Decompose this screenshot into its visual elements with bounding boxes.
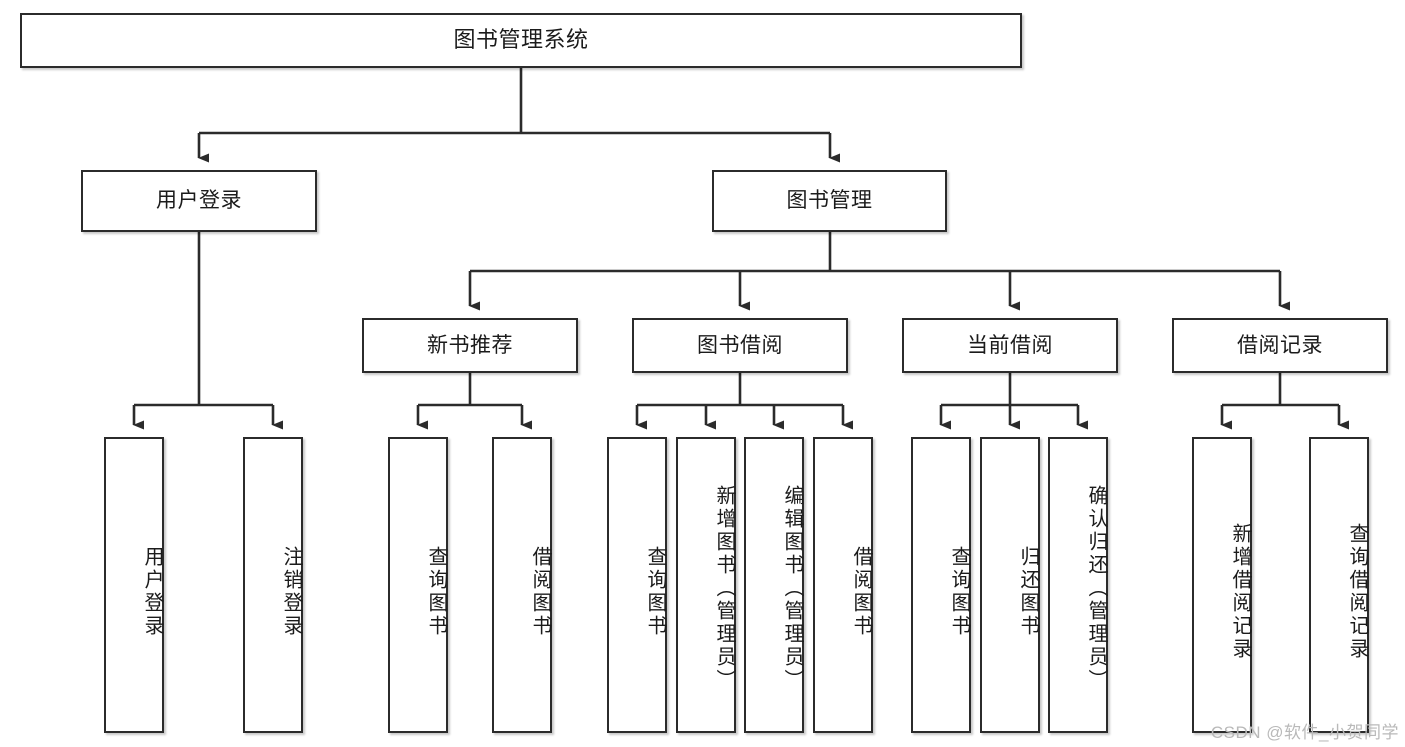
leaf-query-record[interactable]: 查询借阅记录 [1309,437,1369,733]
leaf-borrow-book-2[interactable]: 借阅图书 [813,437,873,733]
node-label: 编辑图书（管理员） [781,484,803,692]
leaf-edit-book[interactable]: 编辑图书（管理员） [744,437,804,733]
leaf-logout-login[interactable]: 注销登录 [243,437,303,733]
node-user-login[interactable]: 用户登录 [81,170,317,232]
node-label: 借阅记录 [1237,333,1323,357]
node-label: 注销登录 [280,546,302,638]
node-label: 确认归还（管理员） [1085,484,1107,692]
node-label: 查询借阅记录 [1346,523,1368,661]
node-current-borrow[interactable]: 当前借阅 [902,318,1118,373]
node-borrow-record[interactable]: 借阅记录 [1172,318,1388,373]
node-label: 借阅图书 [529,546,551,638]
node-label: 新增图书（管理员） [713,484,735,692]
node-label: 新增借阅记录 [1229,523,1251,661]
node-new-book-recommend[interactable]: 新书推荐 [362,318,578,373]
node-label: 图书借阅 [697,333,783,357]
node-book-manage[interactable]: 图书管理 [712,170,947,232]
leaf-return-book[interactable]: 归还图书 [980,437,1040,733]
leaf-query-book-2[interactable]: 查询图书 [607,437,667,733]
node-label: 图书管理 [786,189,873,213]
leaf-add-record[interactable]: 新增借阅记录 [1192,437,1252,733]
leaf-borrow-book-1[interactable]: 借阅图书 [492,437,552,733]
node-label: 图书管理系统 [453,27,589,53]
leaf-query-book-3[interactable]: 查询图书 [911,437,971,733]
node-label: 查询图书 [948,546,970,638]
node-label: 归还图书 [1017,546,1039,638]
leaf-confirm-return[interactable]: 确认归还（管理员） [1048,437,1108,733]
leaf-add-book[interactable]: 新增图书（管理员） [676,437,736,733]
node-label: 查询图书 [425,546,447,638]
node-label: 当前借阅 [967,333,1053,357]
node-label: 借阅图书 [850,546,872,638]
node-label: 新书推荐 [427,333,513,357]
watermark: CSDN @软件_小贺同学 [1210,723,1399,742]
node-label: 用户登录 [156,189,242,213]
node-root-book-management-system[interactable]: 图书管理系统 [20,13,1022,68]
node-label: 用户登录 [141,546,163,638]
leaf-query-book-1[interactable]: 查询图书 [388,437,448,733]
node-book-borrow[interactable]: 图书借阅 [632,318,848,373]
node-label: 查询图书 [644,546,666,638]
leaf-user-login[interactable]: 用户登录 [104,437,164,733]
